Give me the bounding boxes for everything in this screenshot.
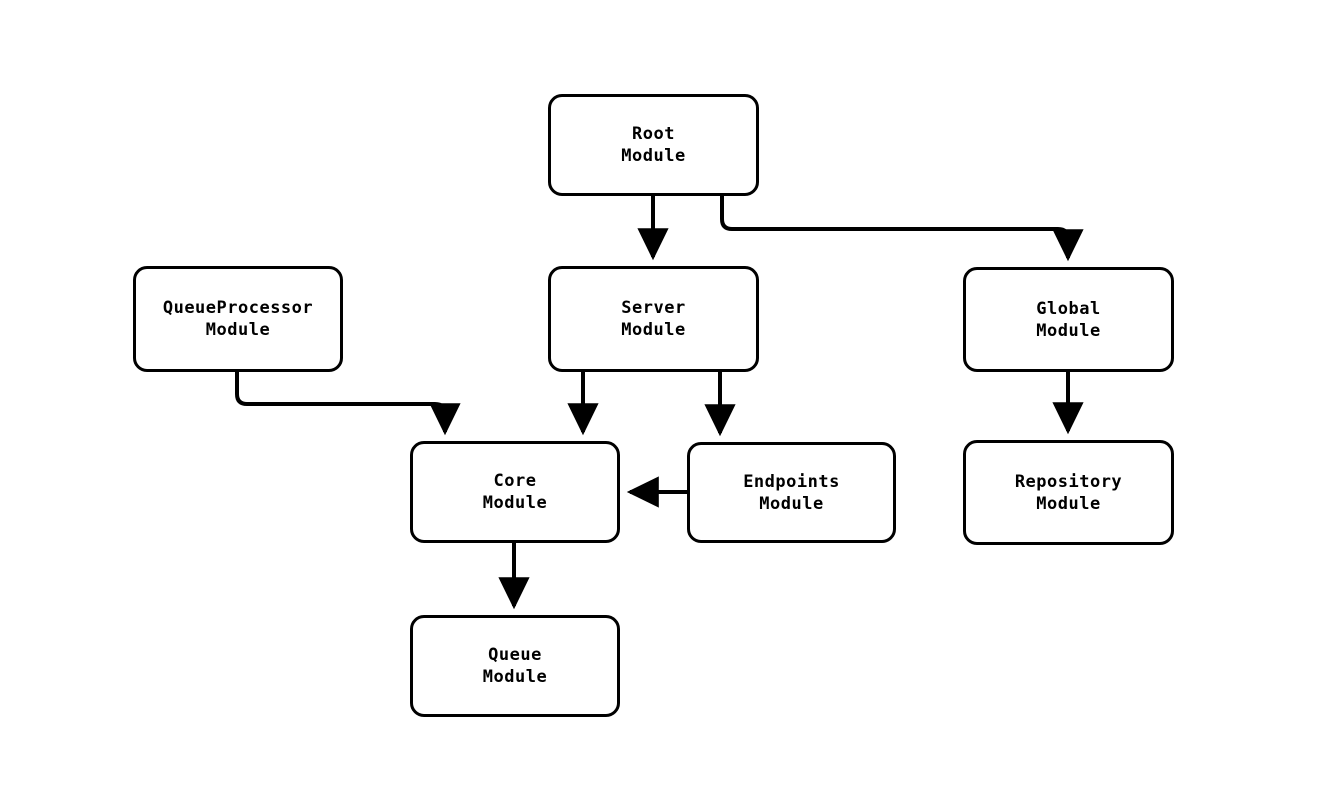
node-global-module[interactable]: Global Module <box>963 267 1174 372</box>
node-queue-module-line1: Queue <box>488 645 542 665</box>
node-repository-module-line1: Repository <box>1014 471 1123 492</box>
edge-queueprocessor-to-core <box>235 372 461 436</box>
edge-root-to-global <box>720 196 1084 262</box>
node-core-module[interactable]: Core Module <box>410 441 620 543</box>
node-repository-module-line2: Module <box>1036 493 1101 514</box>
node-queue-module[interactable]: Queue Module <box>410 615 620 717</box>
node-server-module[interactable]: Server Module <box>548 266 759 372</box>
node-global-module-line2: Module <box>1036 320 1101 341</box>
node-server-module-line1: Server <box>621 298 686 318</box>
node-queueprocessor-module-line2: Module <box>205 320 271 340</box>
node-root-module-line2: Module <box>621 146 686 166</box>
node-queueprocessor-module[interactable]: QueueProcessor Module <box>133 266 343 372</box>
node-server-module-line2: Module <box>621 320 686 340</box>
node-endpoints-module-line2: Module <box>759 493 824 514</box>
node-queueprocessor-module-line1: QueueProcessor <box>162 298 314 318</box>
node-root-module[interactable]: Root Module <box>548 94 759 196</box>
node-core-module-line2: Module <box>482 493 548 513</box>
node-repository-module[interactable]: Repository Module <box>963 440 1174 545</box>
node-root-module-line1: Root <box>632 124 675 144</box>
node-core-module-line1: Core <box>493 471 537 491</box>
node-endpoints-module[interactable]: Endpoints Module <box>687 442 896 543</box>
node-global-module-line1: Global <box>1036 298 1101 319</box>
node-queue-module-line2: Module <box>482 667 548 687</box>
node-endpoints-module-line1: Endpoints <box>743 471 840 492</box>
